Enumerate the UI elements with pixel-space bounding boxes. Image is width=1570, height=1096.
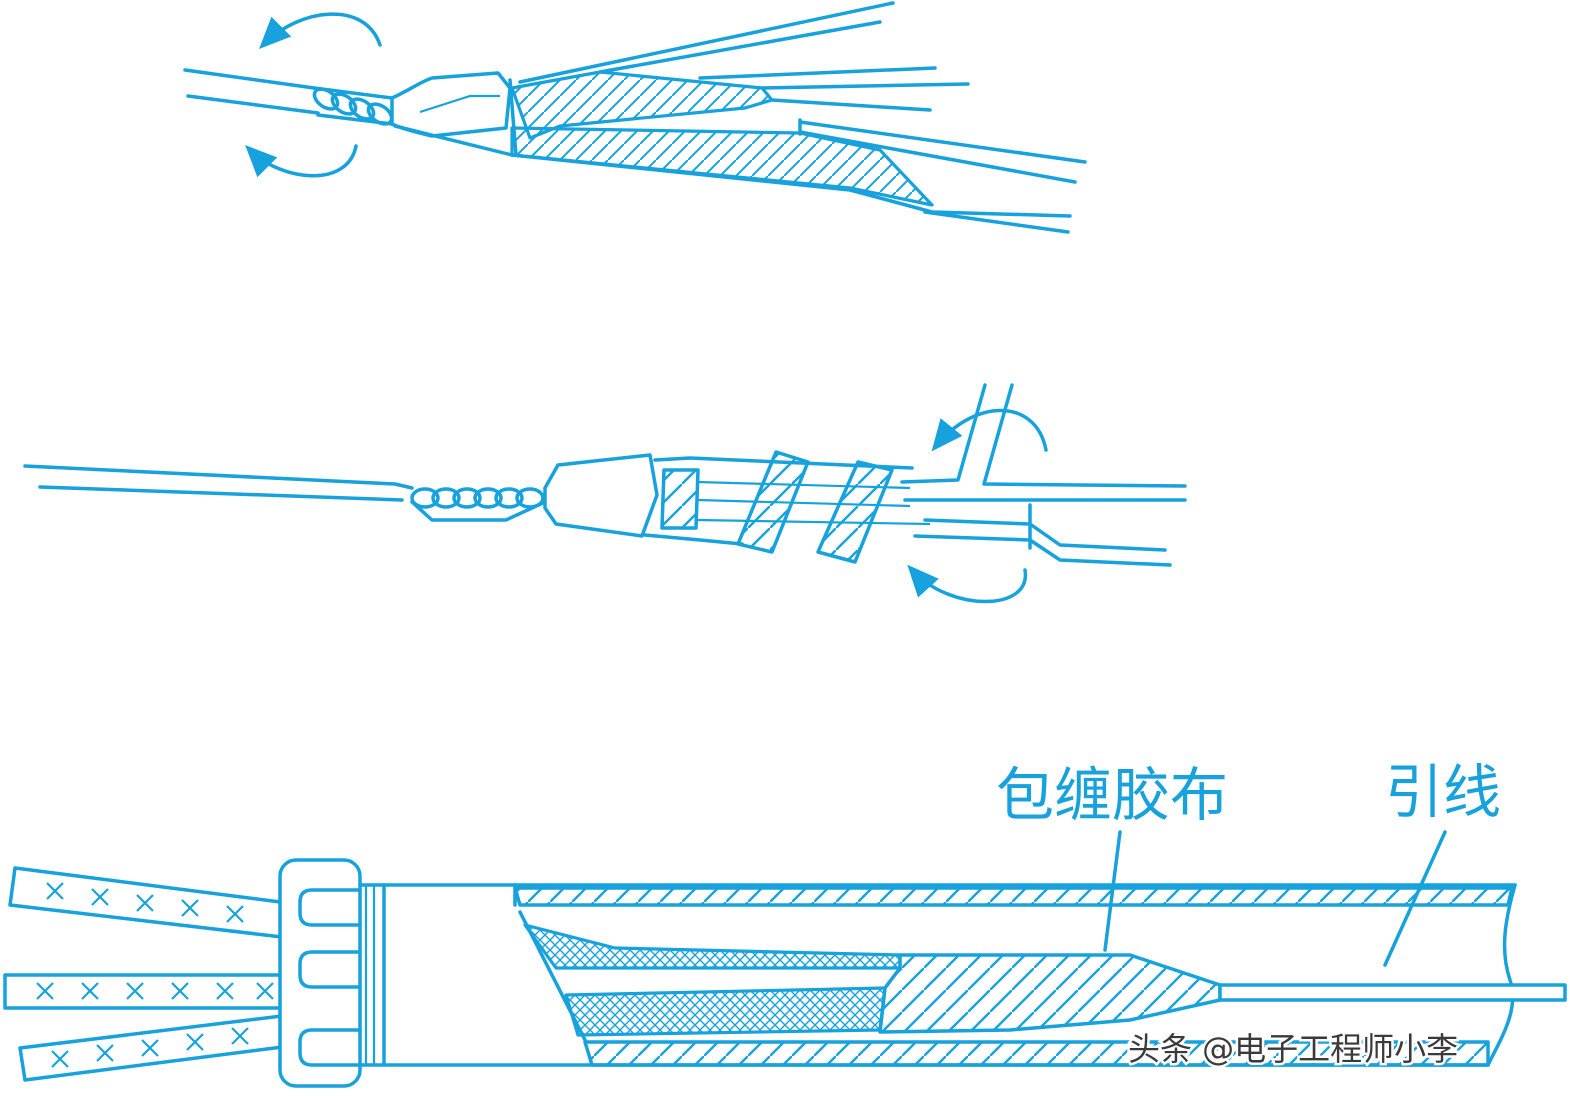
rotation-arrow-lower-icon xyxy=(245,144,358,178)
hatched-core xyxy=(660,468,700,530)
ferrule xyxy=(390,71,512,138)
cable-bottom-edge xyxy=(643,533,744,546)
ferrule xyxy=(543,453,659,538)
outer-sheath-bottom xyxy=(583,1040,1490,1067)
rotation-arrow-lower-icon xyxy=(907,564,1027,604)
nut-slot-1 xyxy=(298,888,362,927)
wire-left-lower xyxy=(186,94,320,115)
rotation-arrow-upper-icon xyxy=(931,408,1048,452)
conductor-upper xyxy=(8,866,290,939)
insulation-crosshatch-lower xyxy=(564,986,887,1037)
ferrule-inner-line xyxy=(419,94,500,114)
gland-nut xyxy=(278,858,362,1088)
tape-band-2 xyxy=(816,460,894,564)
watermark: 头条 @电子工程师小李 xyxy=(1128,1030,1458,1068)
sleeve-collar-edge xyxy=(508,78,518,157)
right-wires xyxy=(900,383,1187,567)
nut-slot-2 xyxy=(298,950,362,989)
cable-core-line-3 xyxy=(697,518,931,526)
outer-sheath-top xyxy=(513,886,1514,907)
middle-braided-joint xyxy=(23,383,1187,604)
conductor-lower xyxy=(18,1013,292,1082)
braided-section xyxy=(410,487,547,522)
conductor-middle xyxy=(3,973,292,1010)
bottom-cable-section: 包缠胶布 引线 xyxy=(3,758,1567,1088)
wire-left-upper xyxy=(23,464,414,490)
nut-slot-3 xyxy=(298,1028,362,1067)
body-break-edge xyxy=(1486,883,1517,1067)
wire-left-lower xyxy=(38,485,404,502)
label-lead-wire: 引线 xyxy=(1385,758,1501,826)
wire-left-upper xyxy=(183,68,316,90)
outer-bottom-edge xyxy=(393,124,1072,218)
sleeve-upper xyxy=(510,70,774,140)
rotation-arrow-upper-icon xyxy=(259,12,382,49)
tape-band-1 xyxy=(736,450,810,554)
cable-top-edge xyxy=(653,456,914,470)
wrapping-tape-taper xyxy=(878,953,1222,1034)
insulation-crosshatch-upper xyxy=(523,923,902,970)
top-twist-joint xyxy=(183,1,1087,234)
twisted-section xyxy=(312,86,394,126)
lead-wire xyxy=(1218,983,1567,1002)
label-wrapping-tape: 包缠胶布 xyxy=(996,761,1228,829)
fanned-wires xyxy=(518,1,1087,234)
